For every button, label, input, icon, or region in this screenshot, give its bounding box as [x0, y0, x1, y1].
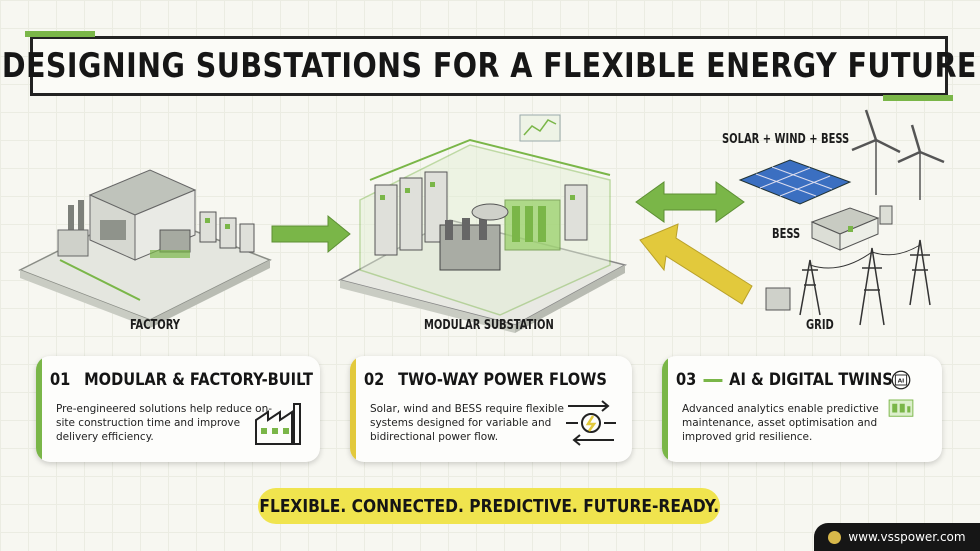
card-number: 01: [50, 370, 71, 390]
card-description: Advanced analytics enable predictive mai…: [682, 403, 879, 443]
card-number: 02: [364, 370, 385, 390]
card-modular-factory-built: 01 MODULAR & FACTORY-BUILT Pre-engineere…: [36, 356, 320, 462]
card-title: MODULAR & FACTORY-BUILT: [84, 370, 313, 390]
solar-panel-illustration: [738, 159, 852, 205]
two-way-arrow-icon: [635, 181, 745, 223]
bess-container-illustration: [810, 205, 893, 251]
ai-brain-icon: AI: [888, 370, 914, 417]
card-ai-digital-twins: 03 AI & DIGITAL TWINS Advanced analytics…: [662, 356, 942, 462]
tagline-banner: FLEXIBLE. CONNECTED. PREDICTIVE. FUTURE-…: [258, 488, 720, 524]
wind-turbine-illustration: [851, 109, 945, 200]
ai-chip-label: AI: [898, 379, 904, 385]
transmission-tower-illustration: [765, 239, 931, 326]
label-grid: GRID: [806, 318, 834, 333]
card-accent-bar: [662, 356, 668, 462]
card-accent-bar: [36, 356, 42, 462]
label-modular-substation: MODULAR SUBSTATION: [424, 318, 554, 333]
card-heading: 03 AI & DIGITAL TWINS: [676, 370, 893, 390]
factory-illustration: [18, 169, 272, 328]
page-title: DESIGNING SUBSTATIONS FOR A FLEXIBLE ENE…: [1, 46, 977, 86]
card-heading: 01 MODULAR & FACTORY-BUILT: [50, 370, 313, 390]
label-solar-wind-bess: SOLAR + WIND + BESS: [722, 132, 850, 147]
card-accent-bar: [350, 356, 356, 462]
card-title: AI & DIGITAL TWINS: [729, 370, 893, 390]
card-description: Pre-engineered solutions help reduce on-…: [56, 403, 273, 443]
card-two-way-power-flows: 02 TWO-WAY POWER FLOWS Solar, wind and B…: [350, 356, 632, 462]
card-description: Solar, wind and BESS require flexible sy…: [370, 403, 564, 443]
website-link[interactable]: www.vsspower.com: [848, 530, 966, 544]
label-bess: BESS: [772, 227, 801, 242]
card-number: 03: [676, 370, 697, 390]
website-footer[interactable]: www.vsspower.com: [814, 523, 980, 551]
factory-icon: [255, 403, 301, 445]
card-title: TWO-WAY POWER FLOWS: [398, 370, 607, 390]
bidirectional-power-icon: [566, 400, 616, 446]
globe-icon: [828, 530, 842, 544]
substation-illustration: [18, 109, 945, 333]
modular-substation-illustration: [337, 114, 628, 333]
tagline-text: FLEXIBLE. CONNECTED. PREDICTIVE. FUTURE-…: [259, 495, 719, 517]
card-heading: 02 TWO-WAY POWER FLOWS: [364, 370, 607, 390]
title-banner: DESIGNING SUBSTATIONS FOR A FLEXIBLE ENE…: [1, 31, 976, 101]
card-rule: [703, 378, 723, 382]
arrow-right-icon: [271, 214, 351, 254]
grid-arrow-icon: [639, 223, 753, 305]
label-factory: FACTORY: [130, 318, 181, 333]
